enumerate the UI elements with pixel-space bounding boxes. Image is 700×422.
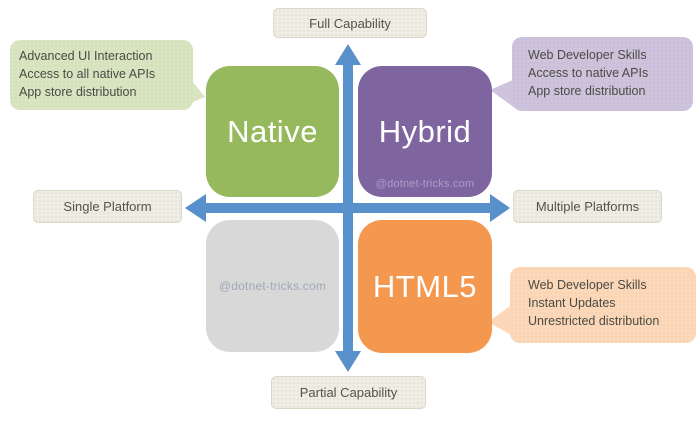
web-watermark: @dotnet-tricks.com bbox=[218, 279, 327, 293]
hybrid-callout: Web Developer Skills Access to native AP… bbox=[512, 37, 693, 111]
native-callout: Advanced UI Interaction Access to all na… bbox=[10, 40, 193, 110]
html5-callout-line: Unrestricted distribution bbox=[528, 314, 660, 328]
hybrid-callout-line: App store distribution bbox=[528, 84, 646, 98]
html5-callout: Web Developer Skills Instant Updates Unr… bbox=[510, 267, 696, 343]
native-callout-line: App store distribution bbox=[19, 85, 137, 99]
axis-label-partial-capability: Partial Capability bbox=[271, 376, 426, 409]
axis-label-full-capability: Full Capability bbox=[273, 8, 427, 38]
hybrid-watermark: @dotnet-tricks.com bbox=[375, 178, 475, 190]
native-callout-line: Advanced UI Interaction bbox=[19, 49, 153, 63]
quadrant-html5: HTML5 bbox=[358, 220, 492, 353]
quadrant-native: Native bbox=[206, 66, 339, 197]
quadrant-native-title: Native bbox=[227, 114, 318, 149]
quadrant-html5-title: HTML5 bbox=[372, 269, 478, 304]
axis-label-multiple-platforms: Multiple Platforms bbox=[513, 190, 662, 223]
horizontal-axis-arrow bbox=[185, 194, 510, 222]
native-callout-line: Access to all native APIs bbox=[19, 67, 156, 81]
quadrant-web: @dotnet-tricks.com bbox=[206, 220, 339, 352]
html5-callout-line: Instant Updates bbox=[528, 296, 616, 310]
quadrant-hybrid: Hybrid @dotnet-tricks.com bbox=[358, 66, 492, 197]
axis-label-single-platform: Single Platform bbox=[33, 190, 182, 223]
quadrant-hybrid-title: Hybrid bbox=[378, 114, 472, 149]
hybrid-callout-line: Access to native APIs bbox=[528, 66, 649, 80]
hybrid-callout-line: Web Developer Skills bbox=[528, 48, 647, 62]
html5-callout-line: Web Developer Skills bbox=[528, 278, 647, 292]
